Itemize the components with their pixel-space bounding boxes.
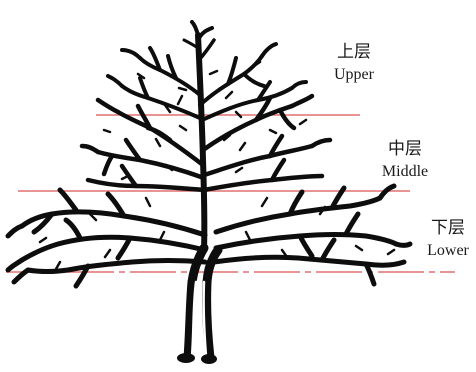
layer-label-lower: 下层 Lower (420, 220, 476, 259)
layer-label-upper-en: Upper (334, 66, 374, 83)
layer-label-lower-zh: 下层 (431, 218, 465, 238)
upper-branches (106, 42, 308, 122)
layer-label-upper-zh: 上层 (337, 42, 371, 62)
layer-label-lower-en: Lower (427, 242, 469, 259)
central-leader (182, 20, 216, 253)
tree-trunk (177, 243, 223, 364)
tree-illustration (5, 20, 413, 364)
twig-spurs (38, 60, 396, 271)
lower-branches (5, 183, 413, 289)
layer-label-middle-zh: 中层 (388, 139, 422, 159)
middle-branches (79, 93, 333, 193)
layer-label-upper: 上层 Upper (322, 44, 386, 83)
layer-label-middle-en: Middle (381, 163, 429, 180)
layer-label-middle: 中层 Middle (372, 141, 438, 180)
